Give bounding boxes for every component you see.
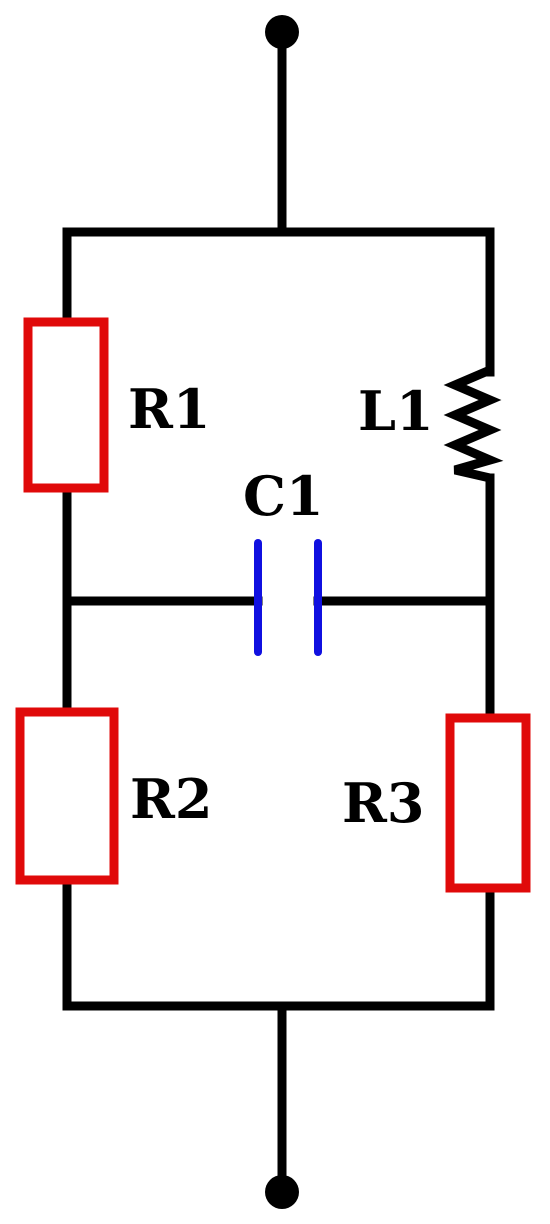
capacitor-c1 — [254, 539, 322, 656]
label-c1: C1 — [243, 464, 324, 528]
label-r1: R1 — [128, 377, 210, 441]
label-r2: R2 — [130, 767, 212, 831]
wires — [62, 27, 495, 1197]
resistor-r3 — [445, 713, 531, 893]
resistor-r1 — [23, 317, 109, 493]
wire-bottom-rail — [62, 875, 495, 1011]
resistor-r2 — [15, 707, 119, 885]
label-l1: L1 — [358, 379, 434, 443]
inductor-l1 — [443, 365, 504, 483]
label-r3: R3 — [342, 771, 424, 835]
wire-top-rail — [62, 227, 495, 377]
